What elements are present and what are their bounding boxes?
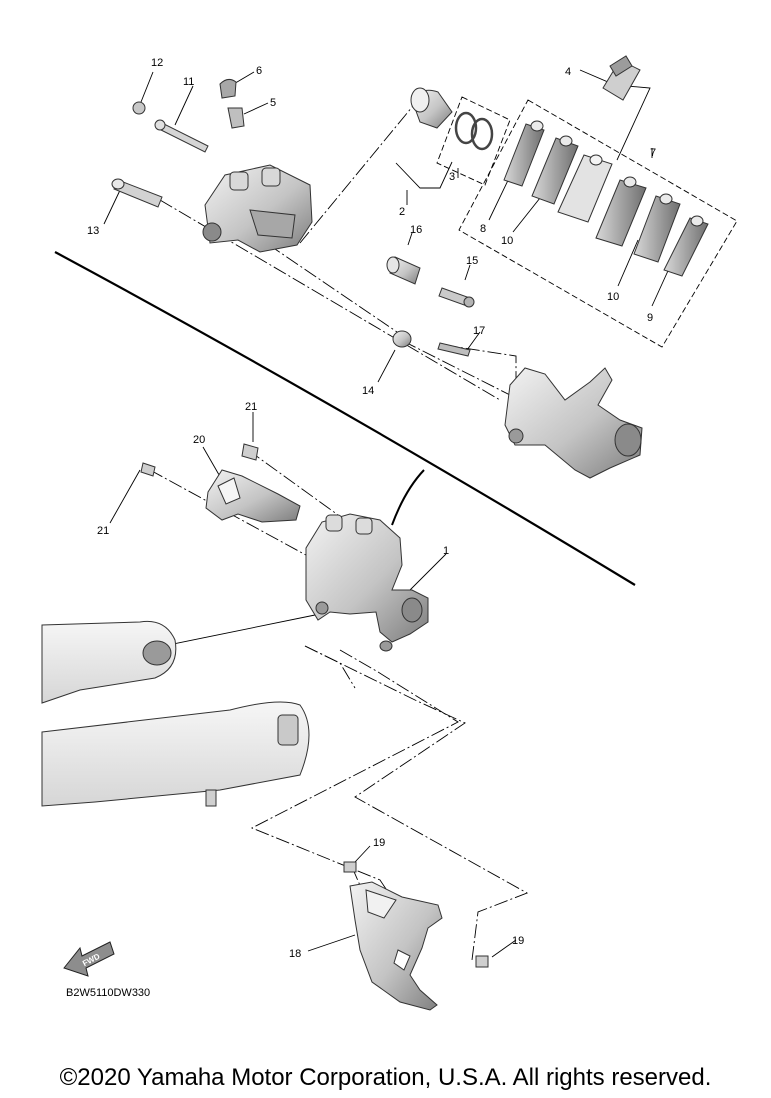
label-part-14: 14 <box>362 385 374 397</box>
diagram-code: B2W5110DW330 <box>66 987 150 999</box>
label-part-11: 11 <box>183 76 194 88</box>
swingarm <box>41 620 310 807</box>
part-6-cap <box>219 78 237 99</box>
part-labels: 12 11 6 5 13 2 3 4 7 8 10 16 15 10 9 17 … <box>87 57 656 960</box>
label-part-19-b: 19 <box>512 935 524 947</box>
label-part-10-b: 10 <box>607 291 619 303</box>
part-13-pin <box>111 178 163 208</box>
label-part-3: 3 <box>449 171 455 183</box>
label-part-16: 16 <box>410 224 422 236</box>
copyright-notice: ©2020 Yamaha Motor Corporation, U.S.A. A… <box>59 1064 712 1091</box>
label-part-9: 9 <box>647 312 653 324</box>
fwd-arrow-icon: FWD <box>63 941 115 977</box>
group-bracket-line <box>54 251 636 586</box>
group-bracket-stem <box>391 469 425 526</box>
pad-kit-box <box>458 99 738 348</box>
part-11-bolt <box>154 119 209 153</box>
part-16-sleeve <box>386 256 421 285</box>
part-1-caliper-assembly <box>305 513 429 652</box>
label-part-1: 1 <box>443 545 449 557</box>
part-14-grommet <box>392 330 412 348</box>
part-18-disc-guard <box>349 881 443 1011</box>
label-part-21-a: 21 <box>245 401 257 413</box>
part-20-bracket <box>205 469 301 523</box>
label-part-15: 15 <box>466 255 478 267</box>
label-part-12: 12 <box>151 57 163 69</box>
label-part-10-a: 10 <box>501 235 513 247</box>
part-2-piston <box>410 87 453 129</box>
label-part-4: 4 <box>565 66 571 78</box>
label-part-2: 2 <box>399 206 405 218</box>
label-part-8: 8 <box>480 223 486 235</box>
part-17-clip <box>437 342 471 357</box>
caliper-bracket-upper <box>504 367 643 479</box>
parts-diagram: FWD B2W5110DW330 12 11 6 5 13 2 3 4 7 8 … <box>41 55 738 1011</box>
caliper-body-upper <box>202 164 313 253</box>
part-3-seals <box>454 111 494 151</box>
part-5-bleed-screw <box>227 107 245 129</box>
label-part-20: 20 <box>193 434 205 446</box>
label-part-17: 17 <box>473 325 485 337</box>
part-19-bolts <box>343 861 489 968</box>
label-part-6: 6 <box>256 65 262 77</box>
label-part-7: 7 <box>650 147 656 159</box>
seal-kit-box <box>436 96 511 186</box>
part-4-pad-spring <box>602 55 641 101</box>
part-21-bolts <box>140 443 259 477</box>
part-12-nut <box>132 101 146 115</box>
label-part-19-a: 19 <box>373 837 385 849</box>
label-part-13: 13 <box>87 225 99 237</box>
label-part-21-b: 21 <box>97 525 109 537</box>
part-15-bolt <box>438 287 475 308</box>
brake-pads <box>503 120 709 277</box>
label-part-18: 18 <box>289 948 301 960</box>
label-part-5: 5 <box>270 97 276 109</box>
